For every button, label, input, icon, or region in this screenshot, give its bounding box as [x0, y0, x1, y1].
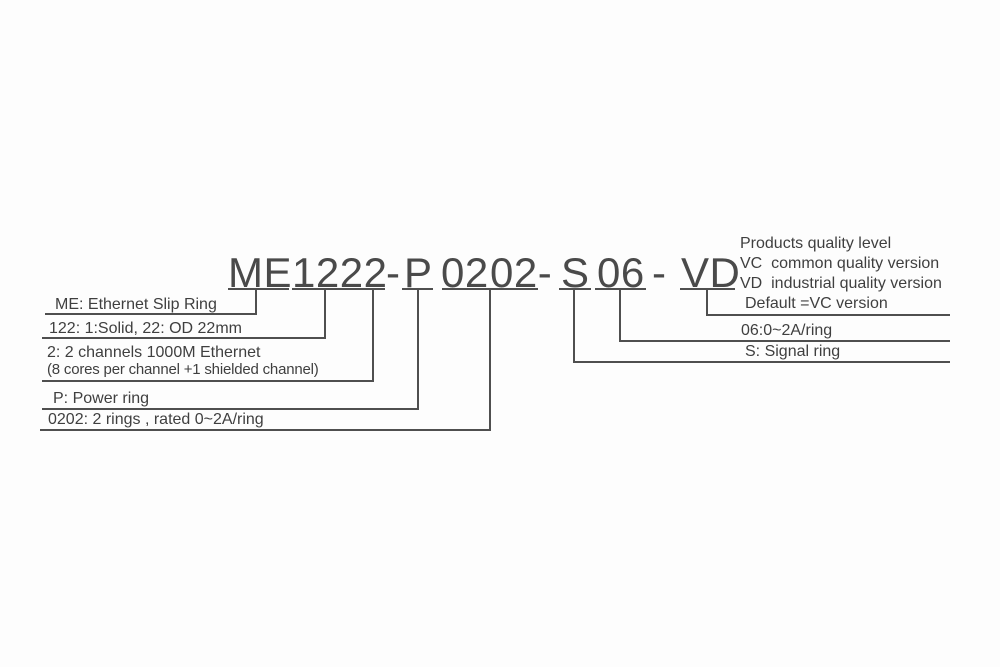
underline-s — [559, 288, 591, 290]
code-segment-vd: VD — [681, 249, 741, 296]
callout-s-label: S: Signal ring — [745, 343, 841, 360]
connector-me-vertical — [255, 288, 257, 315]
quality-vd-line: VD industrial quality version — [740, 275, 942, 292]
code-segment-dash1: - — [386, 249, 401, 296]
callout-s-line — [573, 361, 950, 363]
connector-s-vertical — [573, 288, 575, 363]
quality-vc-line: VC common quality version — [740, 255, 940, 272]
quality-title: Products quality level — [740, 235, 892, 252]
callout-122-label: 122: 1:Solid, 22: OD 22mm — [49, 320, 242, 337]
quality-default-line: Default =VC version — [745, 295, 888, 312]
callout-p-line — [42, 408, 419, 410]
underline-me — [228, 288, 289, 290]
connector-0202-vertical — [489, 288, 491, 431]
callout-vd-line — [706, 314, 950, 316]
code-segment-dash2: - — [652, 249, 667, 296]
connector-2-vertical — [372, 288, 374, 382]
callout-2-line — [42, 380, 374, 382]
callout-me-label: ME: Ethernet Slip Ring — [55, 296, 217, 313]
code-segment-s: S — [561, 249, 590, 296]
callout-06-label: 06:0~2A/ring — [741, 322, 833, 339]
connector-vd-vertical — [706, 288, 708, 316]
connector-p-vertical — [417, 288, 419, 410]
code-segment-02a: 02 — [441, 249, 489, 296]
callout-2-label-line2: (8 cores per channel +1 shielded channel… — [47, 361, 319, 378]
connector-06-vertical — [619, 288, 621, 342]
callout-2-label-line1: 2: 2 channels 1000M Ethernet — [47, 344, 261, 361]
code-segment-06: 06 — [597, 249, 645, 296]
callout-122-line — [42, 337, 326, 339]
underline-122 — [292, 288, 361, 290]
code-segment-me1222: ME1222 — [228, 249, 388, 296]
callout-0202-label: 0202: 2 rings , rated 0~2A/ring — [48, 411, 264, 428]
code-segment-02b: 02- — [490, 249, 553, 296]
quality-level-block: Products quality level VC common quality… — [740, 234, 942, 314]
code-segment-p: P — [404, 249, 433, 296]
callout-p-label: P: Power ring — [53, 390, 150, 407]
connector-122-vertical — [324, 288, 326, 339]
callout-me-line — [45, 313, 257, 315]
callout-06-line — [619, 340, 950, 342]
callout-0202-line — [40, 429, 491, 431]
